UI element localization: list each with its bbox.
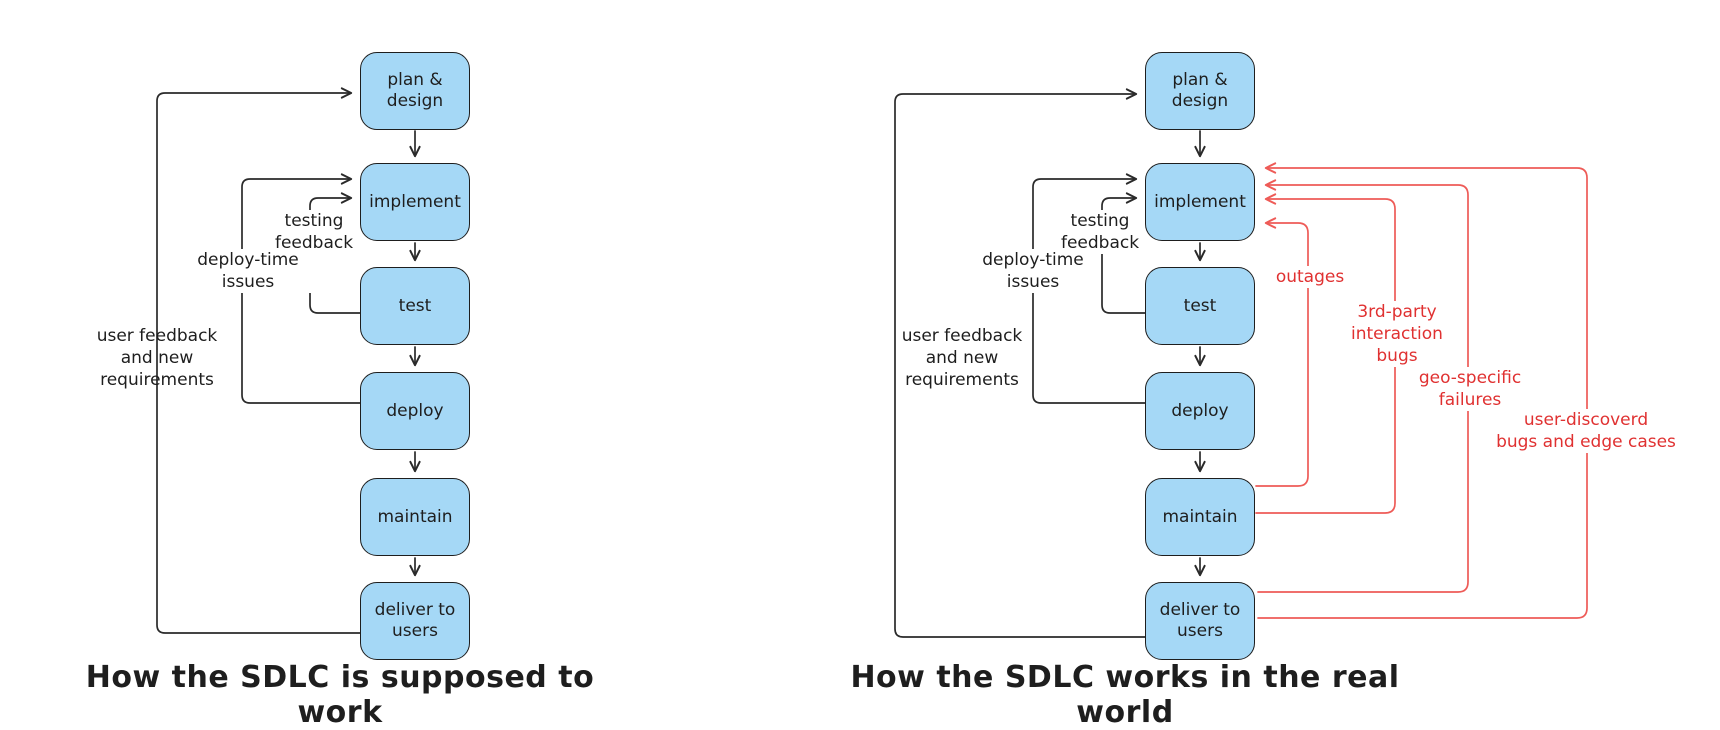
node-implement-right: implement (1145, 163, 1255, 241)
node-plan-design-right: plan & design (1145, 52, 1255, 130)
node-deliver-to-users-right: deliver to users (1145, 582, 1255, 660)
label-geo-specific-failures: geo-specific failures (1402, 367, 1538, 411)
node-plan-design-left: plan & design (360, 52, 470, 130)
label-user-feedback-left: user feedback and new requirements (96, 326, 218, 390)
node-deploy-right: deploy (1145, 372, 1255, 450)
label-user-discovered-bugs: user-discoverd bugs and edge cases (1476, 409, 1696, 453)
label-user-feedback-right: user feedback and new requirements (901, 326, 1023, 390)
node-maintain-left: maintain (360, 478, 470, 556)
loop-outages (1255, 217, 1309, 487)
node-deliver-to-users-left: deliver to users (360, 582, 470, 660)
caption-right: How the SDLC works in the real world (850, 660, 1400, 730)
node-test-right: test (1145, 267, 1255, 345)
label-testing-feedback-left: testing feedback (259, 210, 369, 254)
label-deploy-time-issues-left: deploy-time issues (183, 249, 313, 293)
label-deploy-time-issues-right: deploy-time issues (968, 249, 1098, 293)
label-testing-feedback-right: testing feedback (1045, 210, 1155, 254)
caption-left: How the SDLC is supposed to work (85, 660, 595, 730)
loop-user-discovered-bugs (1257, 162, 1588, 619)
label-third-party-bugs: 3rd-party interaction bugs (1332, 301, 1462, 367)
loop-user-feedback-left (156, 87, 361, 634)
loop-user-feedback-right (894, 88, 1146, 638)
node-deploy-left: deploy (360, 372, 470, 450)
label-outages: outages (1262, 266, 1358, 288)
node-implement-left: implement (360, 163, 470, 241)
node-maintain-right: maintain (1145, 478, 1255, 556)
node-test-left: test (360, 267, 470, 345)
loop-testing-feedback-right (1101, 192, 1146, 314)
